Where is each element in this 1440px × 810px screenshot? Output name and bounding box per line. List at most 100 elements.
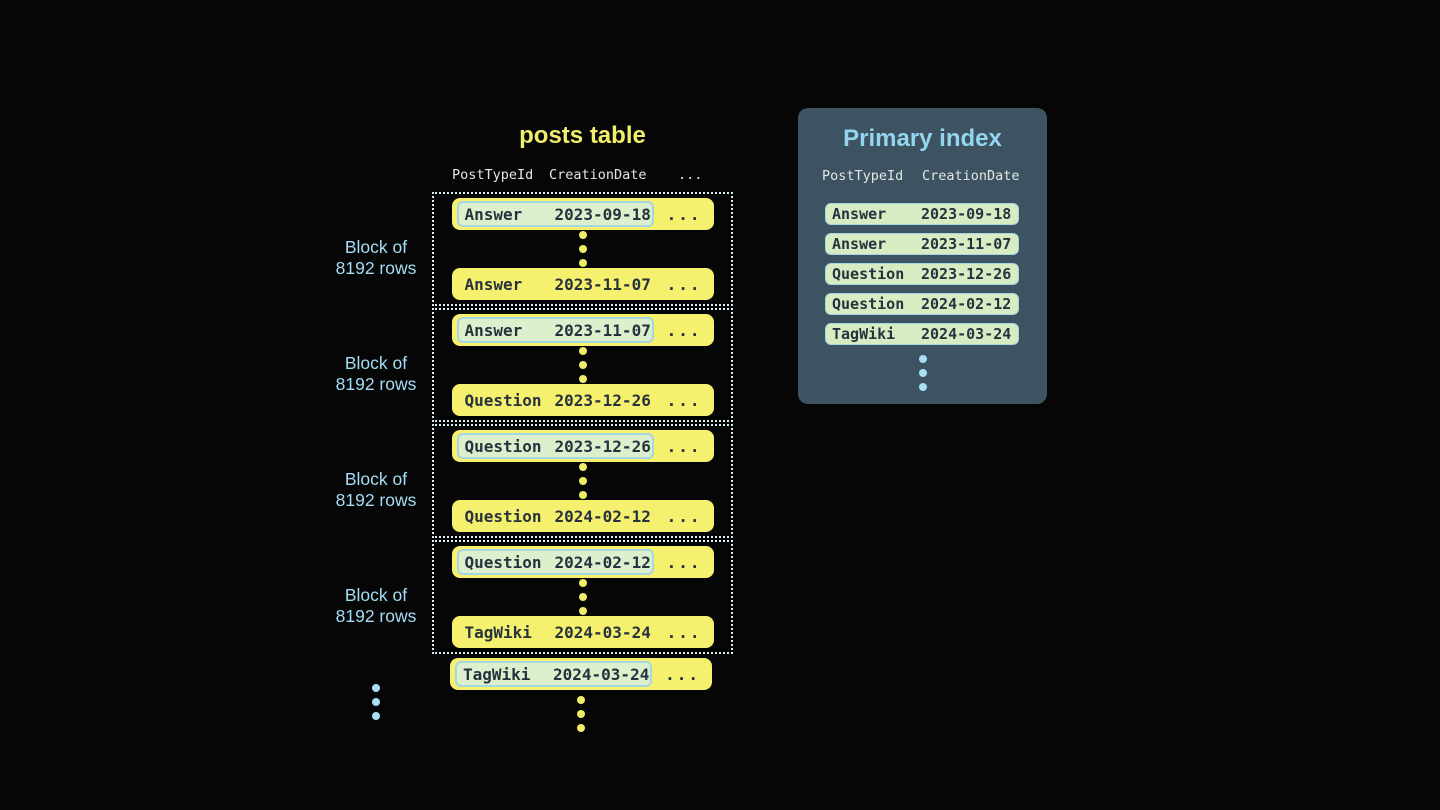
vertical-ellipsis-dots — [578, 463, 587, 499]
creationdate-value: 2023-11-07 — [554, 274, 651, 294]
table-row: TagWiki 2024-03-24 ... — [451, 616, 714, 648]
dot — [578, 361, 587, 369]
block-label-4: Block of 8192 rows — [311, 585, 441, 627]
column-creationdate: CreationDate — [922, 168, 1020, 184]
posttypeid-value: Question — [464, 506, 542, 526]
block-label-line1: Block of — [344, 237, 408, 257]
creationdate-value: 2024-02-12 — [921, 295, 1012, 313]
table-row: Question 2023-12-26 ... — [451, 430, 714, 462]
column-posttypeid: PostTypeId — [452, 167, 534, 183]
row-more-ellipsis: ... — [666, 622, 702, 642]
row-more-ellipsis: ... — [666, 204, 702, 224]
dot — [578, 477, 587, 485]
dot — [578, 259, 587, 267]
creationdate-value: 2023-12-26 — [554, 390, 651, 410]
index-entry: Answer 2023-11-07 — [825, 233, 1019, 255]
cell-group: Question 2023-12-26 — [457, 387, 654, 413]
more-blocks-ellipsis-dots — [372, 684, 380, 720]
dot — [578, 375, 587, 383]
index-highlight-box: Question 2023-12-26 — [456, 433, 654, 459]
dot — [578, 245, 587, 253]
block-label-line1: Block of — [344, 353, 408, 373]
index-highlight-box: Answer 2023-09-18 — [456, 201, 654, 227]
vertical-ellipsis-dots — [578, 579, 587, 615]
more-index-entries-ellipsis-dots — [798, 355, 1047, 391]
creationdate-value: 2023-09-18 — [921, 205, 1012, 223]
posttypeid-value: TagWiki — [464, 622, 532, 642]
block-label-1: Block of 8192 rows — [311, 237, 441, 279]
creationdate-value: 2024-02-12 — [554, 552, 651, 572]
posttypeid-value: Question — [832, 295, 905, 313]
row-block-4: Question 2024-02-12 ... TagWiki 2024-03-… — [432, 540, 733, 654]
creationdate-value: 2023-11-07 — [921, 235, 1012, 253]
index-entry: Question 2024-02-12 — [825, 293, 1019, 315]
table-row: Question 2024-02-12 ... — [451, 500, 714, 532]
index-entry: TagWiki 2024-03-24 — [825, 323, 1019, 345]
posttypeid-value: Answer — [464, 320, 523, 340]
row-more-ellipsis: ... — [666, 436, 702, 456]
posttypeid-value: TagWiki — [832, 325, 896, 343]
posttypeid-value: Question — [832, 265, 905, 283]
block-label-line2: 8192 rows — [335, 258, 417, 278]
row-more-ellipsis: ... — [666, 506, 702, 526]
dot — [918, 369, 927, 377]
dot — [577, 696, 585, 704]
index-entry: Answer 2023-09-18 — [825, 203, 1019, 225]
dot — [578, 491, 587, 499]
primary-index-panel: Primary index PostTypeId CreationDate An… — [798, 108, 1047, 404]
dot — [372, 698, 380, 706]
row-more-ellipsis: ... — [665, 664, 700, 684]
block-label-line1: Block of — [344, 469, 408, 489]
primary-index-title: Primary index — [843, 125, 1002, 152]
posttypeid-value: TagWiki — [463, 664, 531, 684]
primary-index-entries: Answer 2023-09-18 Answer 2023-11-07 Ques… — [825, 203, 1019, 345]
dot — [578, 579, 587, 587]
creationdate-value: 2023-12-26 — [554, 436, 651, 456]
dot — [578, 347, 587, 355]
creationdate-value: 2024-03-24 — [553, 664, 650, 684]
cell-group: Answer 2023-11-07 — [457, 271, 654, 297]
posts-table-blocks: Answer 2023-09-18 ... Answer 2023-11-07 … — [432, 192, 733, 656]
row-block-2: Answer 2023-11-07 ... Question 2023-12-2… — [432, 308, 733, 422]
creationdate-value: 2023-09-18 — [554, 204, 651, 224]
posttypeid-value: Answer — [464, 274, 523, 294]
primary-index-column-header: PostTypeId CreationDate — [822, 168, 1051, 184]
table-row: Question 2023-12-26 ... — [451, 384, 714, 416]
dot — [918, 383, 927, 391]
vertical-ellipsis-dots — [578, 347, 587, 383]
creationdate-value: 2024-03-24 — [921, 325, 1012, 343]
dot — [578, 593, 587, 601]
column-posttypeid: PostTypeId — [822, 168, 904, 184]
dot — [577, 710, 585, 718]
creationdate-value: 2023-12-26 — [921, 265, 1012, 283]
block-label-3: Block of 8192 rows — [311, 469, 441, 511]
block-label-2: Block of 8192 rows — [311, 353, 441, 395]
table-row: Question 2024-02-12 ... — [451, 546, 714, 578]
index-highlight-box: TagWiki 2024-03-24 — [455, 661, 652, 687]
posttypeid-value: Answer — [832, 205, 887, 223]
index-entry: Question 2023-12-26 — [825, 263, 1019, 285]
table-row: Answer 2023-09-18 ... — [451, 198, 714, 230]
creationdate-value: 2024-03-24 — [554, 622, 651, 642]
dot — [372, 712, 380, 720]
row-block-3: Question 2023-12-26 ... Question 2024-02… — [432, 424, 733, 538]
block-label-line1: Block of — [344, 585, 408, 605]
row-more-ellipsis: ... — [666, 552, 702, 572]
posttypeid-value: Question — [464, 390, 542, 410]
row-block-1: Answer 2023-09-18 ... Answer 2023-11-07 … — [432, 192, 733, 306]
row-more-ellipsis: ... — [666, 320, 702, 340]
dot — [578, 463, 587, 471]
table-row-overflow: TagWiki 2024-03-24 ... — [450, 658, 712, 690]
posttypeid-value: Answer — [832, 235, 887, 253]
vertical-ellipsis-dots — [578, 231, 587, 267]
dot — [918, 355, 927, 363]
posttypeid-value: Question — [464, 436, 542, 456]
block-label-line2: 8192 rows — [335, 374, 417, 394]
index-highlight-box: Question 2024-02-12 — [456, 549, 654, 575]
index-highlight-box: Answer 2023-11-07 — [456, 317, 654, 343]
table-row: Answer 2023-11-07 ... — [451, 314, 714, 346]
cell-group: Question 2024-02-12 — [457, 503, 654, 529]
row-more-ellipsis: ... — [666, 274, 702, 294]
table-row: Answer 2023-11-07 ... — [451, 268, 714, 300]
